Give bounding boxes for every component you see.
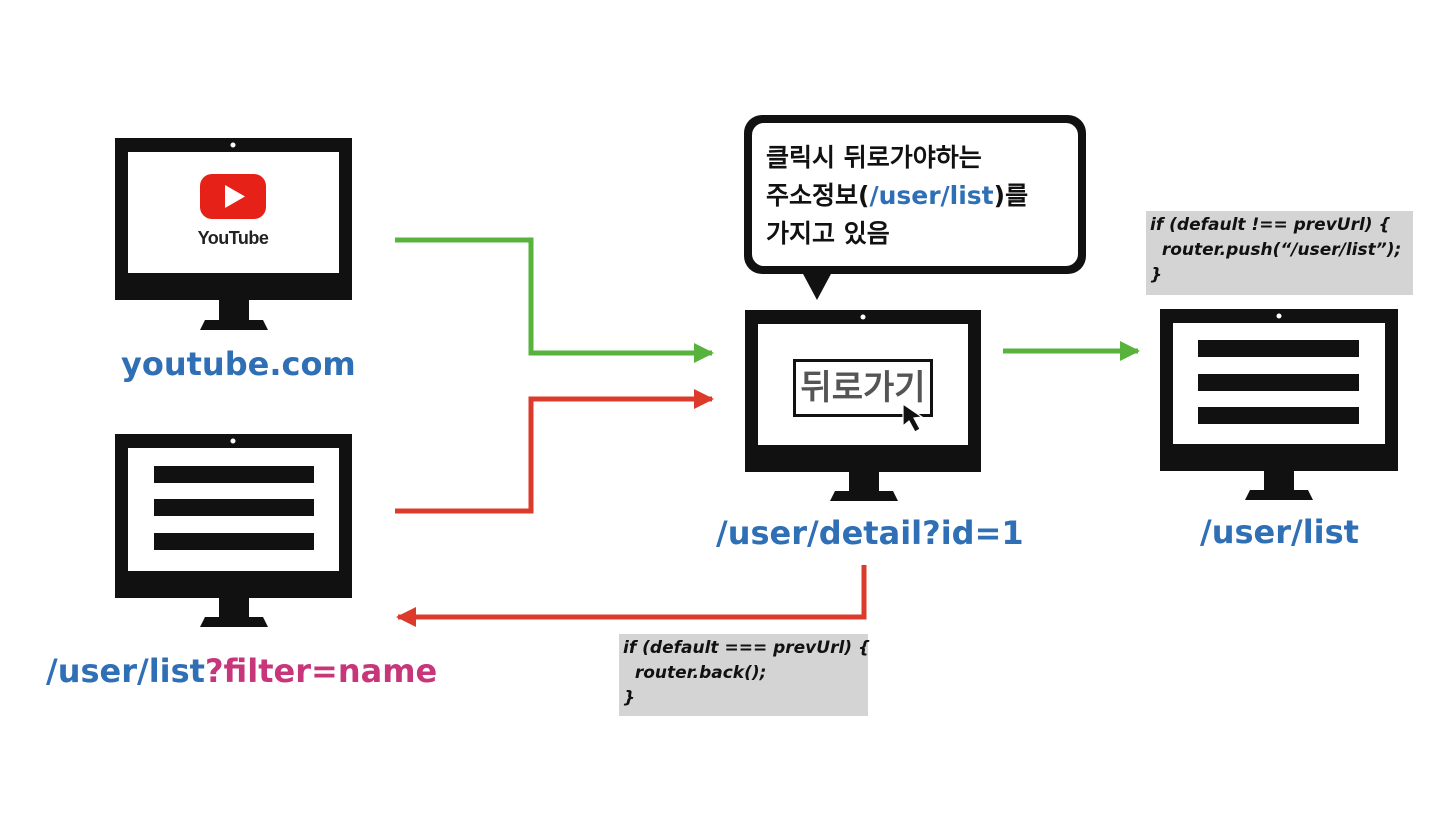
bubble-text: 클릭시 뒤로가야하는 주소정보(/user/list)를 가지고 있음 (766, 139, 1028, 253)
back-button[interactable]: 뒤로가기 (793, 359, 933, 417)
monitor-list (1160, 309, 1398, 500)
bubble-line-2: 주소정보(/user/list)를 (766, 181, 1029, 210)
list-line-icon (154, 533, 314, 550)
label-list-filter-query: ?filter=name (204, 652, 438, 690)
monitor-list-filter (115, 434, 352, 627)
youtube-logo-icon (200, 174, 266, 219)
label-detail: /user/detail?id=1 (716, 514, 1024, 552)
bubble-line-1: 클릭시 뒤로가야하는 (766, 143, 982, 172)
list-line-icon (154, 499, 314, 516)
label-youtube: youtube.com (121, 345, 356, 383)
bubble-link-path: /user/list (869, 181, 994, 210)
code-box-push: if (default !== prevUrl) { router.push(“… (1146, 211, 1413, 295)
label-list: /user/list (1200, 513, 1359, 551)
youtube-logo-text: YouTube (197, 228, 269, 248)
list-line-icon (154, 466, 314, 483)
monitor-youtube (115, 138, 352, 330)
label-list-filter: /user/list?filter=name (46, 652, 437, 690)
code-box-back: if (default === prevUrl) { router.back()… (619, 634, 870, 716)
bubble-line-3: 가지고 있음 (766, 219, 890, 248)
list-line-icon (1198, 374, 1359, 391)
arrow-detail-back-to-list-filter (396, 565, 867, 627)
list-line-icon (1198, 340, 1359, 357)
label-list-filter-path: /user/list (46, 652, 205, 690)
list-line-icon (1198, 407, 1359, 424)
speech-bubble (744, 115, 1086, 300)
arrow-youtube-to-detail (395, 237, 714, 363)
arrow-list-filter-to-detail (395, 389, 714, 514)
monitor-detail (745, 310, 981, 501)
